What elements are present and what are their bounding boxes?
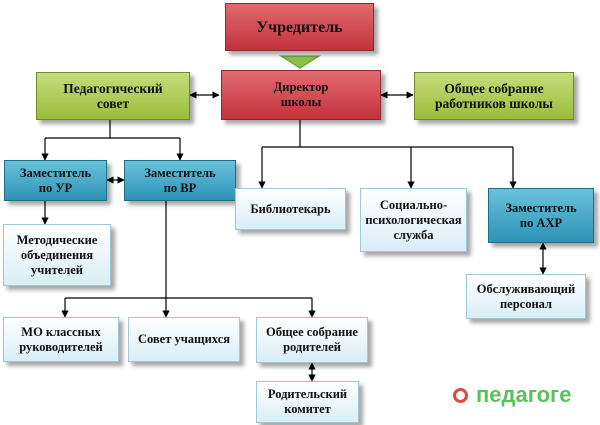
mo-class-label: МО классных руководителей	[19, 324, 103, 354]
student-council-label: Совет учащихся	[137, 332, 231, 346]
general-staff-label: Общее собрание работников школы	[435, 81, 553, 111]
social-psych-label: Социально- психологическая служба	[365, 197, 462, 242]
ped-council-label: Педагогический совет	[63, 81, 163, 111]
director-box: Директор школы	[221, 70, 381, 120]
parents-committee-box: Родительский комитет	[256, 381, 359, 423]
founder-label: Учредитель	[256, 18, 343, 36]
librarian-label: Библиотекарь	[250, 201, 331, 216]
service-staff-box: Обслуживающий персонал	[466, 274, 586, 319]
parents-meeting-box: Общее собрание родителей	[256, 317, 368, 363]
logo-text: педагоге	[476, 382, 572, 407]
deputy-vr-label: Заместитель по ВР	[144, 165, 216, 195]
service-staff-label: Обслуживающий персонал	[476, 281, 576, 311]
founder-director-connector	[278, 55, 322, 69]
founder-box: Учредитель	[225, 3, 374, 51]
deputy-ur-label: Заместитель по УР	[19, 165, 92, 195]
director-branches-connector	[262, 120, 513, 148]
deputy-ahr-box: Заместитель по АХР	[488, 188, 594, 243]
method-assoc-label: Методические объединения учителей	[16, 232, 98, 277]
ped-council-box: Педагогический совет	[36, 72, 190, 120]
method-assoc-box: Методические объединения учителей	[3, 224, 111, 286]
pedagoge-logo: педагоге	[453, 380, 571, 410]
general-staff-box: Общее собрание работников школы	[414, 72, 574, 120]
parents-committee-label: Родительский комитет	[267, 387, 348, 416]
student-council-box: Совет учащихся	[128, 317, 240, 362]
ped-council-deputies-connector	[45, 120, 180, 139]
deputy-vr-bottom-connector	[65, 201, 312, 299]
librarian-box: Библиотекарь	[235, 188, 346, 230]
social-psych-box: Социально- психологическая служба	[360, 188, 467, 252]
director-label: Директор школы	[273, 80, 329, 109]
mo-class-box: МО классных руководителей	[3, 317, 119, 362]
logo-ring-icon	[453, 387, 468, 403]
parents-meeting-label: Общее собрание родителей	[266, 325, 358, 354]
deputy-vr-box: Заместитель по ВР	[124, 160, 236, 201]
deputy-ahr-label: Заместитель по АХР	[505, 200, 577, 230]
deputy-ur-box: Заместитель по УР	[4, 160, 107, 201]
